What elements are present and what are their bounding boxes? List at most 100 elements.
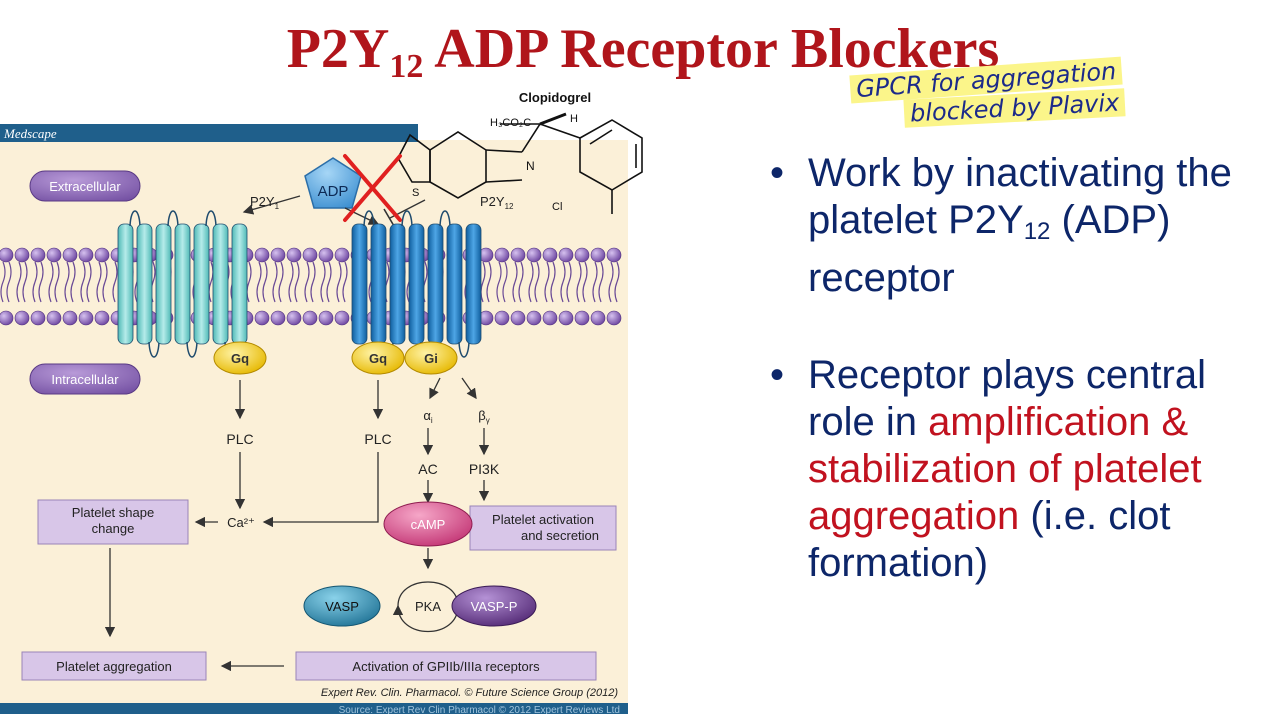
title-main: P2Y — [286, 18, 390, 80]
vasp-label: VASP — [325, 599, 359, 614]
lipid-head — [302, 247, 318, 263]
title-subscript: 12 — [389, 48, 424, 85]
bullet-list: Work by inactivating the platelet P2Y12 … — [770, 150, 1270, 587]
gq-label-2: Gq — [369, 351, 387, 366]
figure-header-label: Medscape — [3, 126, 57, 141]
lipid-head — [606, 247, 622, 263]
p2y12-label: P2Y12 — [480, 194, 514, 211]
clopidogrel-block-bar — [383, 208, 395, 227]
slide-title: P2Y12 ADP Receptor Blockers — [0, 18, 1286, 98]
bullet-item-2: Receptor plays central role in amplifica… — [770, 352, 1270, 587]
drug-name: Clopidogrel — [519, 90, 591, 105]
atom-n: N — [526, 159, 535, 173]
ac-label: AC — [418, 461, 437, 477]
lipid-head — [590, 247, 606, 263]
lipid-head — [62, 310, 78, 326]
helix-loop — [167, 210, 179, 227]
helix-loop — [186, 341, 198, 358]
lipid-head — [78, 310, 94, 326]
intracellular-pill — [29, 363, 141, 395]
drug-ester-group: H₃CO₂C — [490, 117, 531, 129]
lipid-head — [0, 310, 14, 326]
block-x-mark — [343, 154, 402, 222]
lipid-head — [62, 247, 78, 263]
pka-cycle-top — [397, 581, 459, 607]
helix — [117, 223, 134, 345]
arrow-plc2-ca — [262, 452, 379, 528]
lipid-tail — [256, 261, 268, 303]
pi3k-label: PI3K — [469, 461, 500, 477]
helix — [408, 223, 425, 345]
bullet-item-1: Work by inactivating the platelet P2Y12 … — [770, 150, 1270, 302]
helix — [465, 223, 482, 345]
lipid-head — [590, 310, 606, 326]
alpha-value: αi — [0, 0, 2, 1]
helix — [212, 223, 229, 345]
helix — [155, 223, 172, 345]
lipid-tail — [608, 261, 620, 303]
camp-oval — [383, 501, 473, 547]
lipid-head — [334, 310, 350, 326]
clopidogrel-structure — [397, 112, 643, 214]
helix — [427, 223, 444, 345]
lipid-tail — [272, 261, 284, 303]
plc-label-1: PLC — [226, 431, 253, 447]
pka-cycle-bottom — [392, 604, 459, 633]
lipid-head — [286, 247, 302, 263]
helix-loop — [129, 210, 141, 227]
lipid-head — [494, 247, 510, 263]
title-rest: ADP Receptor Blockers — [423, 18, 1000, 80]
lipid-head — [318, 310, 334, 326]
p2y12-receptor — [351, 210, 482, 358]
calcium-label: Ca²⁺ — [227, 515, 255, 530]
camp-label: cAMP — [411, 517, 446, 532]
atom-s: S — [412, 187, 419, 199]
lipid-tail — [496, 261, 508, 303]
extracellular-label: Extracellular — [49, 179, 121, 194]
figure-background — [0, 140, 628, 705]
lipid-head — [14, 310, 30, 326]
lipid-tail — [48, 261, 60, 303]
lipid-head — [254, 247, 270, 263]
helix — [351, 223, 368, 345]
atom-h: H — [570, 113, 578, 125]
lipid-head — [606, 310, 622, 326]
lipid-tail — [288, 261, 300, 303]
adp-label: ADP — [318, 183, 349, 200]
figure-header-bar — [0, 124, 418, 142]
source-text: Source: Expert Rev Clin Pharmacol © 2012… — [339, 705, 620, 714]
helix — [231, 223, 248, 345]
lipid-head — [0, 247, 14, 263]
lipid-head — [14, 247, 30, 263]
helix-loop — [205, 210, 217, 227]
gq-protein-1 — [213, 341, 267, 375]
lipid-head — [542, 310, 558, 326]
lipid-head — [318, 247, 334, 263]
lipid-head — [510, 247, 526, 263]
lipid-head — [94, 310, 110, 326]
lipid-head — [30, 247, 46, 263]
lipid-tail — [544, 261, 556, 303]
lipid-tail — [528, 261, 540, 303]
lipid-head — [254, 310, 270, 326]
lipid-head — [30, 310, 46, 326]
lipid-head — [542, 247, 558, 263]
lipid-head — [302, 310, 318, 326]
lipid-head — [270, 310, 286, 326]
pka-label: PKA — [415, 599, 441, 614]
aggregation-label: Platelet aggregation — [56, 659, 172, 674]
lipid-head — [78, 247, 94, 263]
helix-loop — [439, 210, 451, 227]
lipid-head — [558, 310, 574, 326]
lipid-head — [558, 247, 574, 263]
lipid-tail — [560, 261, 572, 303]
vasp-p-label: VASP-P — [471, 599, 518, 614]
lipid-head — [94, 247, 110, 263]
lipid-head — [574, 247, 590, 263]
gq-protein-2 — [351, 341, 405, 375]
lipid-tail — [336, 261, 348, 303]
lipid-tail — [96, 261, 108, 303]
adp-to-p2y1-arrow — [242, 195, 301, 215]
plc-label-2: PLC — [364, 431, 391, 447]
